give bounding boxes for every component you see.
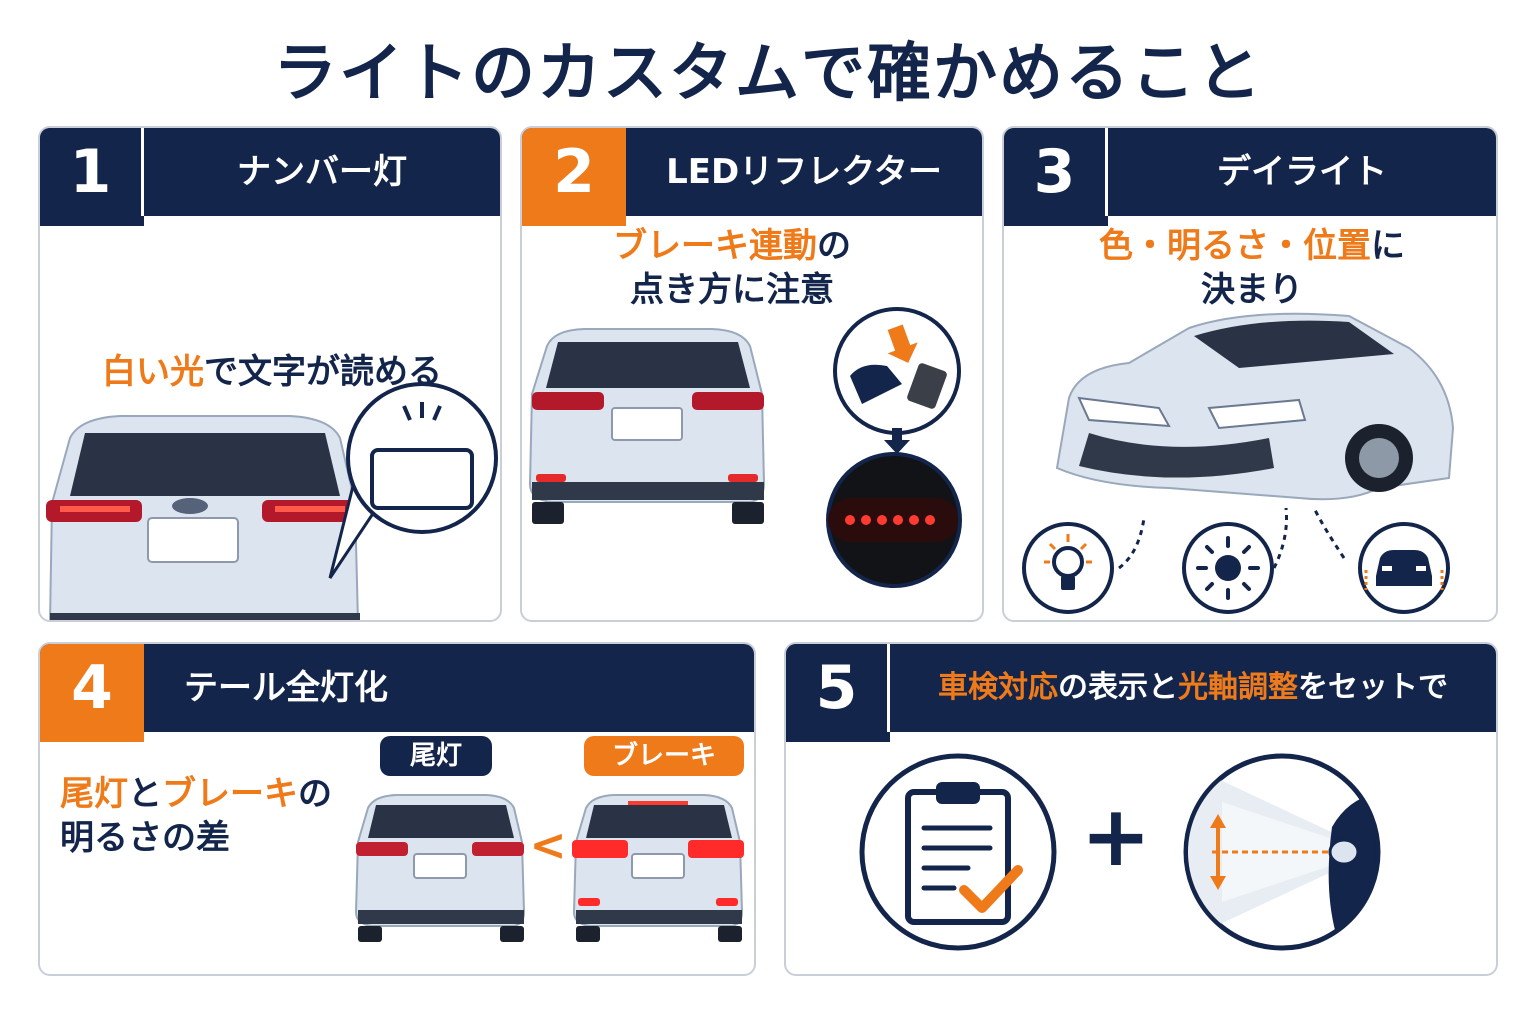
- card-header: [786, 644, 1496, 732]
- card-led-reflector: 2 LEDリフレクター ブレーキ連動の 点き方に注意: [520, 126, 984, 622]
- led-reflector-icon: [826, 452, 962, 588]
- car-front-icon: [1055, 312, 1455, 501]
- card-heading: LEDリフレクター: [666, 152, 942, 192]
- card-lead: ブレーキ連動の 点き方に注意: [613, 226, 851, 310]
- card-license-plate-light: 1 ナンバー灯 白い光で文字が読める: [38, 126, 502, 622]
- car-rear-icon: [528, 328, 766, 524]
- arrow-down-icon: [884, 428, 910, 454]
- card-number: 5: [786, 644, 890, 732]
- card-number: 2: [522, 128, 626, 216]
- connector-lines: [1118, 507, 1346, 570]
- card-number: 1: [40, 128, 144, 216]
- light-bulb-icon: [1022, 522, 1114, 614]
- brake-light-label: ブレーキ: [584, 736, 744, 776]
- card-lead: 色・明るさ・位置に 決まり: [1099, 226, 1405, 310]
- card-heading: デイライト: [1217, 152, 1387, 192]
- headlight-beam-icon: [1183, 753, 1381, 951]
- tail-light-label: 尾灯: [380, 736, 492, 776]
- card-tail-full-lighting: 4 テール全灯化 尾灯とブレーキの 明るさの差 尾灯 ブレーキ <: [38, 642, 756, 976]
- compare-symbol: <: [529, 820, 567, 871]
- clipboard-check-icon: [859, 753, 1057, 951]
- brake-pedal-icon: [833, 307, 961, 435]
- card-heading: テール全灯化: [184, 668, 388, 708]
- car-rear-icon: [46, 415, 360, 620]
- card-inspection-aiming: 5 車検対応の表示と光軸調整をセットで +: [784, 642, 1498, 976]
- car-position-icon: [1358, 522, 1450, 614]
- card-lead: 尾灯とブレーキの 明るさの差: [60, 774, 332, 858]
- card-number: 4: [40, 644, 144, 732]
- page-title: ライトのカスタムで確かめること: [273, 37, 1263, 111]
- car-rear-icon: [354, 794, 526, 942]
- card-daytime-running-light: 3 デイライト 色・明るさ・位置に 決まり: [1002, 126, 1498, 622]
- card-heading: ナンバー灯: [237, 152, 407, 192]
- card-heading: 車検対応の表示と光軸調整をセットで: [938, 670, 1448, 705]
- card-header: [40, 644, 754, 732]
- plus-symbol: +: [1080, 787, 1152, 885]
- sun-icon: [1182, 522, 1274, 614]
- car-rear-brake-icon: [572, 794, 744, 942]
- license-plate-icon: [328, 382, 498, 579]
- card-number: 3: [1004, 128, 1108, 216]
